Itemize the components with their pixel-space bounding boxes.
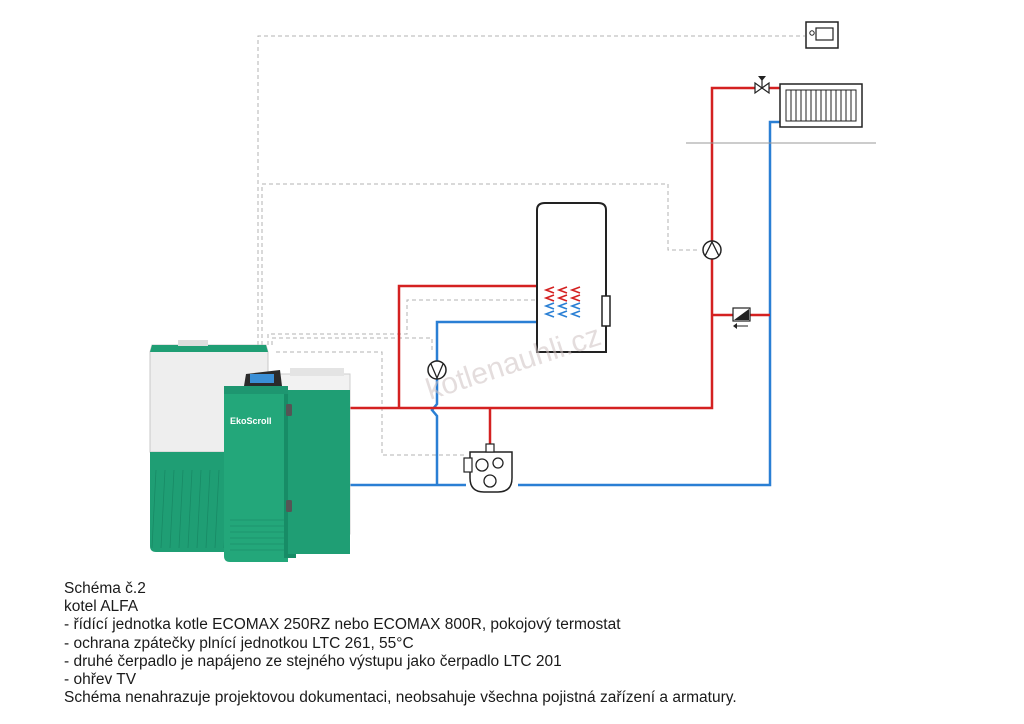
caption-block: Schéma č.2 kotel ALFA - řídící jednotka … <box>64 580 964 707</box>
caption-controller: - řídící jednotka kotle ECOMAX 250RZ neb… <box>64 616 621 634</box>
radiator-icon <box>779 83 863 128</box>
caption-title: Schéma č.2 <box>64 580 146 597</box>
caption-dhw: - ohřev TV <box>64 671 137 689</box>
room-thermostat-icon <box>805 21 839 49</box>
signal-line-dhw-pump <box>271 337 433 350</box>
boiler-brand-label: EkoScroll <box>230 416 272 426</box>
flow-pipe-tank <box>397 284 537 408</box>
dhw-pump-icon <box>427 360 447 380</box>
caption-disclaimer: Schéma nenahrazuje projektovou dokumenta… <box>64 689 737 707</box>
signal-line-dhw-sensor <box>267 299 537 345</box>
watermark: kotlenauhli.cz <box>422 319 605 407</box>
caption-boiler: kotel ALFA <box>64 598 139 616</box>
heating-pump-icon <box>702 240 722 260</box>
return-pipe-to-heating <box>518 120 780 487</box>
signal-lines <box>257 35 805 456</box>
valve-icon <box>754 76 770 95</box>
loading-unit-icon <box>463 443 513 493</box>
signal-line-thermostat <box>257 35 805 345</box>
caption-second-pump: - druhé čerpadlo je napájeno ze stejného… <box>64 652 562 670</box>
mixing-valve-icon <box>732 307 751 329</box>
signal-line-loading-unit <box>276 351 466 456</box>
hot-water-tank-icon <box>536 202 611 353</box>
signal-line-heating-pump <box>261 183 700 345</box>
caption-return-protection: - ochrana zpátečky plnící jednotkou LTC … <box>64 634 414 652</box>
boiler-icon: EkoScroll <box>149 340 351 562</box>
